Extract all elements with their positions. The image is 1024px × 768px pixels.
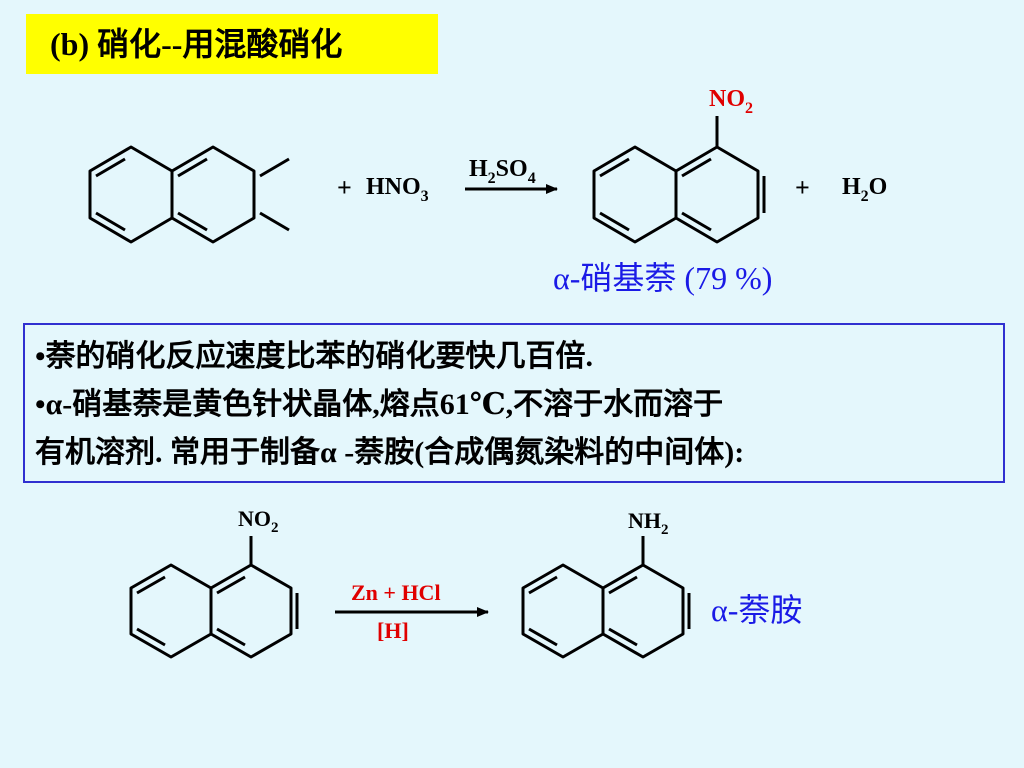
plus-sign-2: + — [795, 173, 810, 202]
naphthalene-structure — [88, 145, 290, 244]
note-line-2: •α-硝基萘是黄色针状晶体,熔点61℃,不溶于水而溶于 — [35, 388, 724, 421]
reactant-nitro-label: NO2 — [238, 506, 279, 536]
nitronaphthalene-yield-label: α-硝基萘 (79 %) — [553, 260, 773, 296]
notes-box: •萘的硝化反应速度比苯的硝化要快几百倍. •α-硝基萘是黄色针状晶体,熔点61℃… — [23, 323, 1005, 483]
nitric-acid-formula: HNO3 — [366, 174, 429, 205]
note-line-1: •萘的硝化反应速度比苯的硝化要快几百倍. — [35, 340, 594, 373]
naphthylamine-structure — [521, 536, 691, 659]
reduction-reagent: Zn + HCl — [351, 580, 441, 605]
slide-title: (b) 硝化--用混酸硝化 — [26, 14, 438, 74]
naphthylamine-label: α-萘胺 — [711, 592, 803, 628]
nitro-group-label: NO2 — [709, 86, 753, 117]
nitronaphthalene-reactant-structure — [129, 536, 299, 659]
amino-group-label: NH2 — [628, 508, 669, 538]
reduction-condition: [H] — [377, 618, 409, 643]
sulfuric-acid-catalyst: H2SO4 — [469, 156, 536, 187]
plus-sign-1: + — [337, 173, 352, 202]
water-formula: H2O — [842, 174, 887, 205]
nitronaphthalene-structure — [592, 116, 766, 244]
note-line-3: 有机溶剂. 常用于制备α -萘胺(合成偶氮染料的中间体): — [35, 436, 745, 469]
